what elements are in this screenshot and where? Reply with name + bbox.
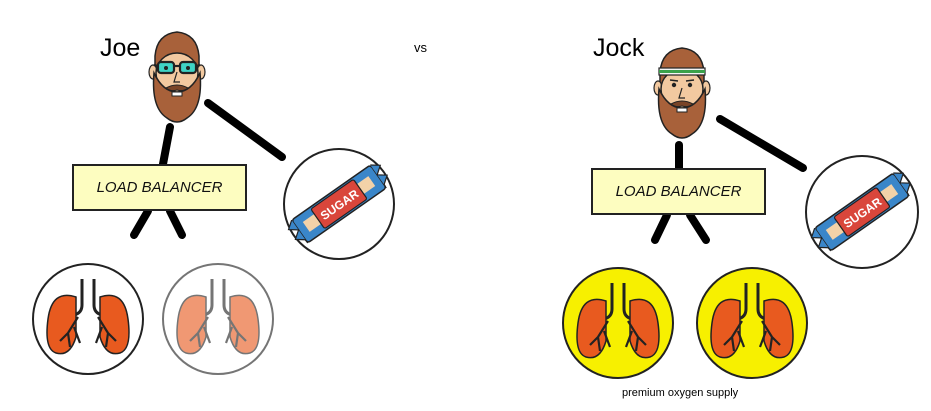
right-connector-head-sugar xyxy=(716,115,807,172)
vs-label: vs xyxy=(414,40,427,55)
right-sugar-icon xyxy=(805,155,919,269)
right-connector-lb-lung1 xyxy=(651,211,671,244)
right-connector-lb-lung2 xyxy=(686,211,710,244)
right-person-name: Jock xyxy=(593,34,645,62)
right-load-balancer-label: LOAD BALANCER xyxy=(615,183,742,200)
right-lungs-icon-2 xyxy=(696,267,808,379)
left-connector-head-lb xyxy=(159,123,174,168)
left-person-name: Joe xyxy=(100,34,141,62)
left-connector-head-sugar xyxy=(204,99,286,161)
right-lungs-icon-1 xyxy=(562,267,674,379)
left-lungs-icon-1 xyxy=(32,263,144,375)
left-sugar-icon xyxy=(283,148,395,260)
left-load-balancer-label: LOAD BALANCER xyxy=(96,179,223,196)
left-connector-lb-lung1 xyxy=(130,207,152,239)
left-connector-lb-lung2 xyxy=(166,207,186,239)
bearded-man-headband-icon xyxy=(653,47,711,139)
bearded-man-glasses-icon xyxy=(148,31,206,123)
premium-oxygen-note: premium oxygen supply xyxy=(622,387,739,399)
right-load-balancer: LOAD BALANCER xyxy=(591,168,766,215)
left-lungs-icon-2 xyxy=(162,263,274,375)
left-load-balancer: LOAD BALANCER xyxy=(72,164,247,211)
